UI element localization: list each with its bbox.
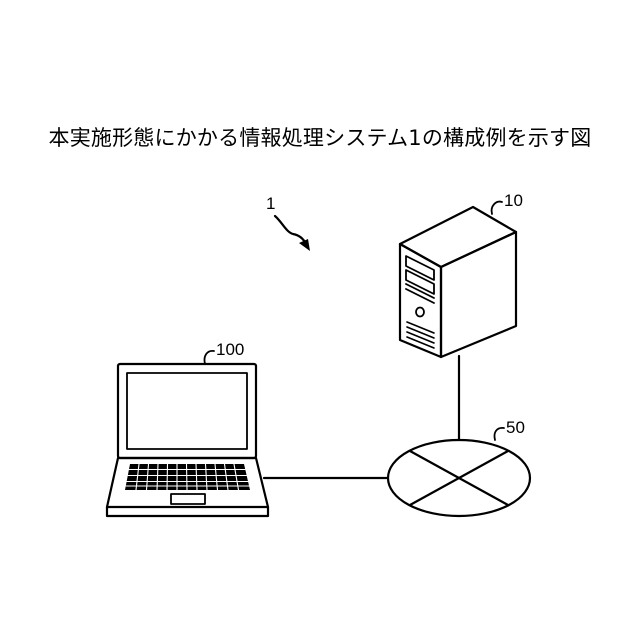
vent-line-3 [407, 332, 434, 343]
arrow-head [299, 239, 310, 251]
vent-line-4 [407, 337, 434, 348]
server-leader [492, 202, 502, 214]
laptop-lid [118, 364, 256, 458]
network-label: 50 [506, 418, 525, 437]
server: 10 [400, 191, 523, 357]
laptop-touchpad [171, 494, 205, 504]
laptop: 100 [107, 340, 268, 516]
server-side [441, 232, 516, 357]
vent-line-1 [407, 322, 434, 333]
power-button [416, 308, 424, 317]
laptop-label: 100 [216, 340, 244, 359]
network-leader [494, 428, 504, 440]
server-label: 10 [504, 191, 523, 210]
system-label: 1 [266, 194, 275, 213]
system-reference: 1 [266, 194, 310, 251]
laptop-front-edge [107, 507, 268, 516]
vent-line-2 [407, 327, 434, 338]
laptop-leader [204, 351, 214, 364]
wavy-arrow [275, 216, 306, 244]
laptop-screen [127, 373, 247, 449]
